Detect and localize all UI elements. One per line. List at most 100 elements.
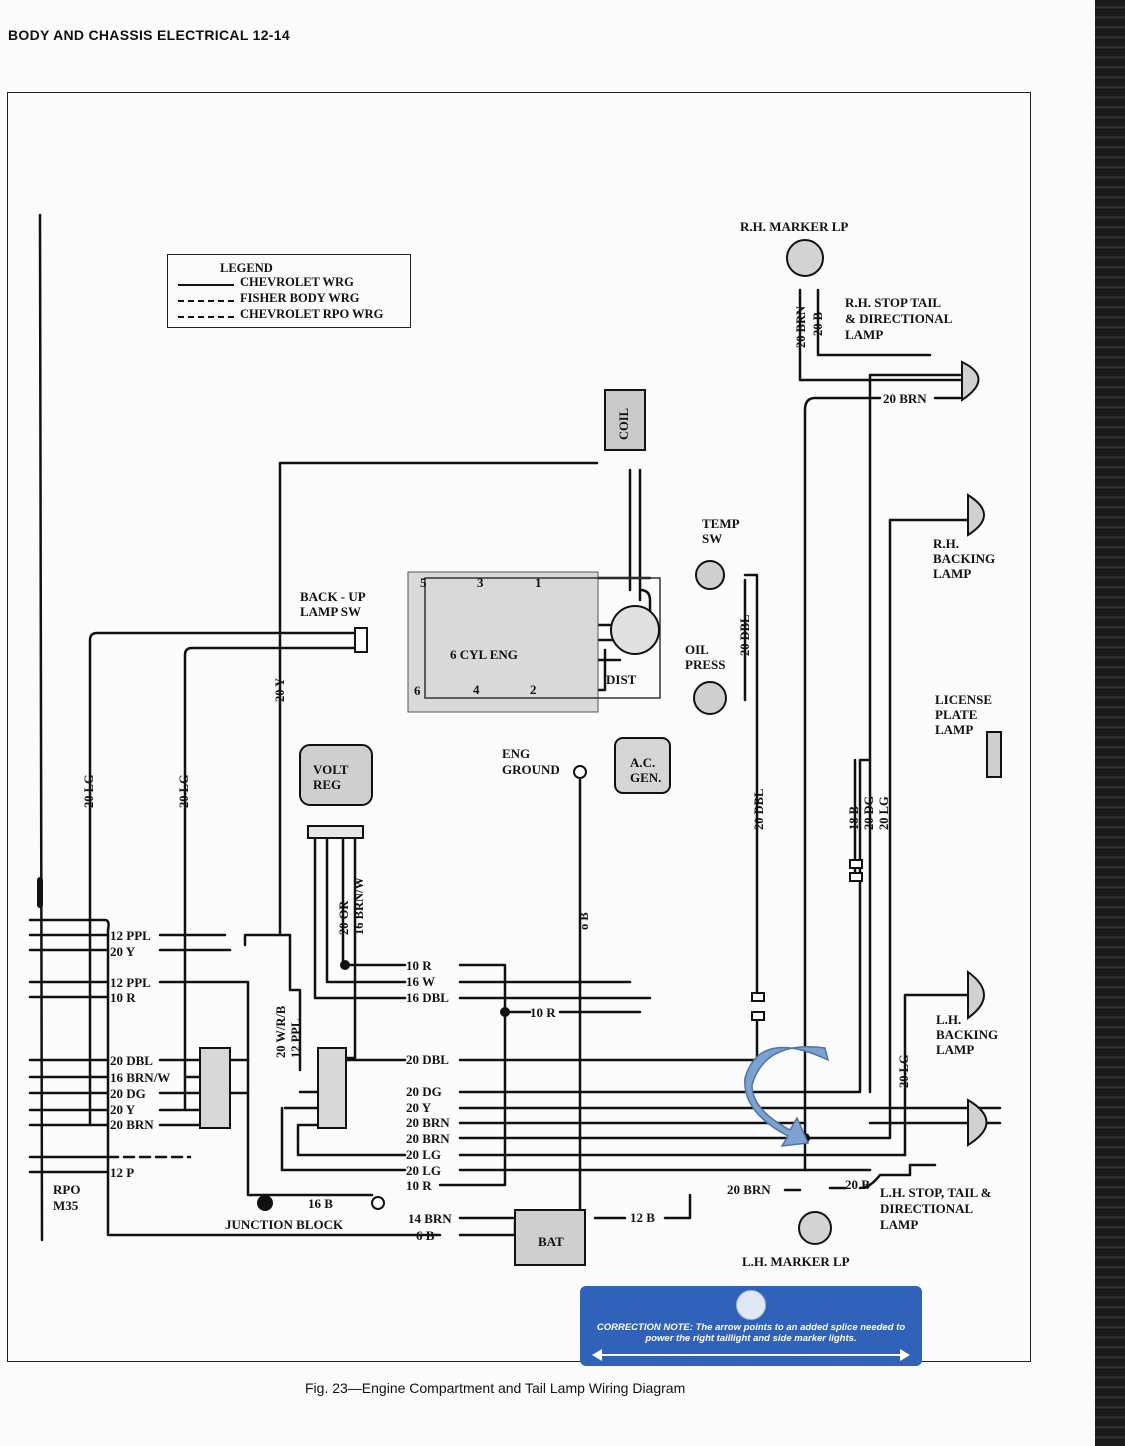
- label-rh-stop-3: LAMP: [845, 327, 884, 342]
- wire-label: 16 B: [308, 1196, 333, 1211]
- wire-label: 20 LG: [406, 1163, 442, 1178]
- label-lh-marker: L.H. MARKER LP: [742, 1254, 850, 1269]
- correction-note: CORRECTION NOTE: The arrow points to an …: [580, 1286, 922, 1366]
- wire-label: 20 BRN: [110, 1117, 154, 1132]
- wire-label: 20 BRN: [794, 305, 808, 348]
- wire-label: 20 LG: [177, 774, 191, 808]
- pin-2: 2: [530, 682, 537, 697]
- correction-arrow: [744, 1046, 830, 1147]
- wire-label: 20 W/R/B: [274, 1005, 288, 1058]
- diagram-frame: [7, 92, 1031, 1362]
- wire-label: 10 R: [406, 1178, 432, 1193]
- legend-line-dashed: [178, 316, 234, 318]
- correction-note-text: CORRECTION NOTE: The arrow points to an …: [596, 1322, 906, 1344]
- wire-label: 16 BRN/W: [352, 877, 366, 935]
- wire-label: 6 B: [416, 1228, 435, 1243]
- pin-1: 1: [535, 575, 542, 590]
- wire-label: 20 BRN: [727, 1182, 771, 1197]
- wire-label: 16 DBL: [406, 990, 449, 1005]
- label-gen-2: GEN.: [630, 770, 662, 785]
- wire-label: 20 B: [845, 1177, 870, 1192]
- label-oil-press-2: PRESS: [685, 657, 726, 672]
- wire-label: 20 DBL: [738, 614, 752, 656]
- wire-label: 20 Y: [273, 677, 287, 702]
- label-eng-ground-1: ENG: [502, 746, 531, 761]
- wire-label: 20 DBL: [110, 1053, 153, 1068]
- legend-item-rpo: CHEVROLET RPO WRG: [240, 307, 384, 321]
- pin-4: 4: [473, 682, 480, 697]
- label-rh-stop-2: & DIRECTIONAL: [845, 311, 953, 326]
- label-eng-ground-2: GROUND: [502, 762, 560, 777]
- wire-label: 10 R: [110, 990, 136, 1005]
- label-backup-sw-1: BACK - UP: [300, 589, 366, 604]
- label-rpo-2: M35: [53, 1198, 79, 1213]
- label-rh-backing-2: BACKING: [933, 551, 996, 566]
- label-lh-backing-3: LAMP: [936, 1042, 975, 1057]
- label-gen-1: A.C.: [630, 755, 656, 770]
- wire-label: 20 BRN: [406, 1131, 450, 1146]
- wire-label: 20 DG: [110, 1086, 146, 1101]
- label-rh-backing-3: LAMP: [933, 566, 972, 581]
- wire-label: 16 BRN/W: [110, 1070, 171, 1085]
- wire-label: 14 BRN: [408, 1211, 452, 1226]
- label-engine: 6 CYL ENG: [450, 647, 518, 662]
- wire-label: 10 R: [406, 958, 432, 973]
- legend-item-chevrolet: CHEVROLET WRG: [240, 275, 354, 289]
- wire-label: 12 P: [110, 1165, 135, 1180]
- label-lh-stop-3: LAMP: [880, 1217, 919, 1232]
- wire-label: 20 DG: [406, 1084, 442, 1099]
- label-temp-sw-2: SW: [702, 531, 723, 546]
- label-junction-block: JUNCTION BLOCK: [225, 1217, 344, 1232]
- label-rh-marker: R.H. MARKER LP: [740, 219, 849, 234]
- pin-5: 5: [420, 575, 427, 590]
- wire-label: 20 BRN: [883, 391, 927, 406]
- scan-edge: [1095, 0, 1125, 1446]
- page-header: BODY AND CHASSIS ELECTRICAL 12-14: [8, 27, 290, 43]
- wire-label: 20 LG: [877, 796, 891, 830]
- wire-label: 20 B: [811, 312, 825, 336]
- legend: LEGEND CHEVROLET WRG FISHER BODY WRG CHE…: [167, 254, 411, 328]
- legend-line-dashdot: [178, 300, 234, 302]
- label-license-2: PLATE: [935, 707, 978, 722]
- wire-label: 20 DBL: [406, 1052, 449, 1067]
- label-volt-reg-1: VOLT: [313, 762, 349, 777]
- note-dot: [736, 1290, 766, 1320]
- pin-6: 6: [414, 683, 421, 698]
- label-temp-sw-1: TEMP: [702, 516, 740, 531]
- wire-label: 20 LG: [406, 1147, 442, 1162]
- label-volt-reg-2: REG: [313, 777, 342, 792]
- label-lh-stop-1: L.H. STOP, TAIL &: [880, 1185, 992, 1200]
- label-lh-stop-2: DIRECTIONAL: [880, 1201, 974, 1216]
- label-dist: DIST: [606, 672, 637, 687]
- label-lh-backing-2: BACKING: [936, 1027, 999, 1042]
- wire-label: 12 PPL: [110, 975, 151, 990]
- double-arrow-icon: [592, 1349, 910, 1361]
- label-battery: BAT: [538, 1234, 564, 1249]
- wire-label: 12 B: [630, 1210, 655, 1225]
- figure-caption: Fig. 23—Engine Compartment and Tail Lamp…: [305, 1380, 686, 1396]
- wire-label: 20 Y: [110, 944, 136, 959]
- label-lh-backing-1: L.H.: [936, 1012, 962, 1027]
- label-backup-sw-2: LAMP SW: [300, 604, 362, 619]
- label-coil: COIL: [617, 408, 631, 440]
- label-rh-backing-1: R.H.: [933, 536, 959, 551]
- wire-label: 20 Y: [110, 1102, 136, 1117]
- wire-label: 10 R: [530, 1005, 556, 1020]
- wire-label: 20 DG: [862, 795, 876, 830]
- wire-label: 16 W: [406, 974, 436, 989]
- wire-label: 20 LG: [82, 774, 96, 808]
- label-rpo-1: RPO: [53, 1182, 81, 1197]
- label-rh-stop-1: R.H. STOP TAIL: [845, 295, 942, 310]
- wire-label: o B: [577, 912, 591, 930]
- label-oil-press-1: OIL: [685, 642, 709, 657]
- wire-label: 18 B: [847, 806, 861, 830]
- legend-item-fisher: FISHER BODY WRG: [240, 291, 360, 305]
- pin-3: 3: [477, 575, 484, 590]
- legend-title: LEGEND: [220, 261, 273, 275]
- wire-label: 12 PPL: [289, 1018, 303, 1058]
- wire-label: 12 PPL: [110, 928, 151, 943]
- wire-label: 20 OR: [337, 900, 351, 935]
- label-license-1: LICENSE: [935, 692, 993, 707]
- wire-label: 20 BRN: [406, 1115, 450, 1130]
